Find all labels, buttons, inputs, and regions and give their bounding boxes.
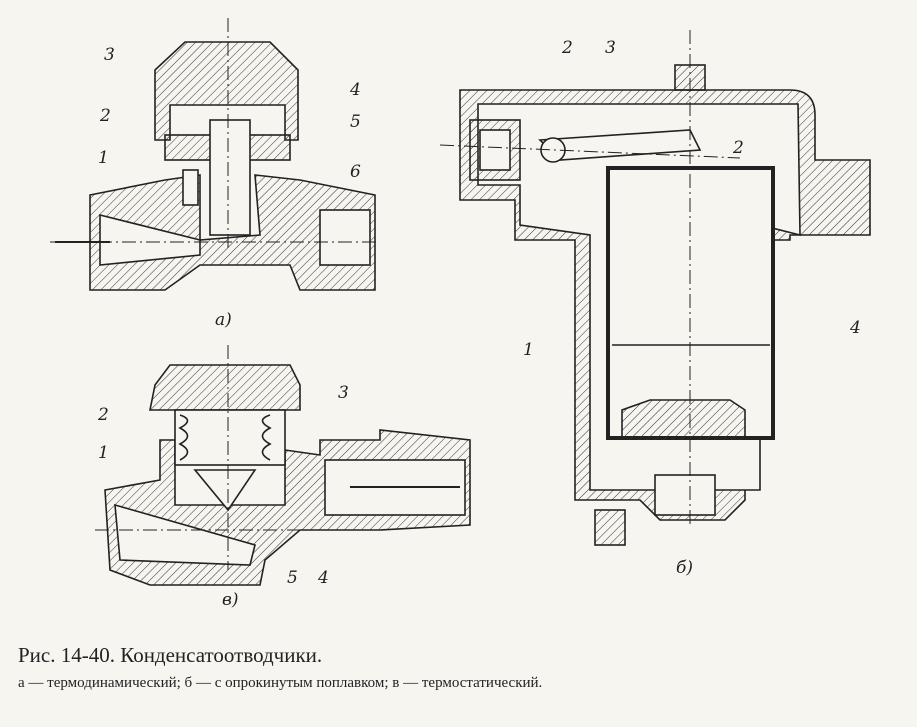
caption-a: а) <box>215 310 232 330</box>
label-a-5: 5 <box>350 112 361 132</box>
label-c-1: 1 <box>98 443 109 463</box>
label-a-3: 3 <box>104 45 115 65</box>
figure-legend: а — термодинамический; б — с опрокинутым… <box>18 675 543 691</box>
caption-c: в) <box>222 590 239 610</box>
label-c-3: 3 <box>338 383 349 403</box>
inverted-float-trap-drawing <box>439 30 871 546</box>
label-c-5: 5 <box>287 568 298 588</box>
label-a-6: 6 <box>350 162 361 182</box>
label-c-4: 4 <box>318 568 329 588</box>
label-b-1: 1 <box>523 340 534 360</box>
caption-b: б) <box>676 558 694 578</box>
label-c-2: 2 <box>98 405 109 425</box>
label-b-2b: 2 <box>733 138 744 158</box>
label-b-3: 3 <box>605 38 616 58</box>
thermodynamic-trap-drawing <box>50 18 380 291</box>
label-a-1: 1 <box>98 148 109 168</box>
figure-title: Рис. 14-40. Конденсатоотводчики. <box>18 643 323 667</box>
label-b-4: 4 <box>850 318 861 338</box>
label-a-2: 2 <box>100 106 111 126</box>
label-b-2: 2 <box>562 38 573 58</box>
thermostatic-trap-drawing <box>95 345 471 586</box>
label-a-4: 4 <box>350 80 361 100</box>
